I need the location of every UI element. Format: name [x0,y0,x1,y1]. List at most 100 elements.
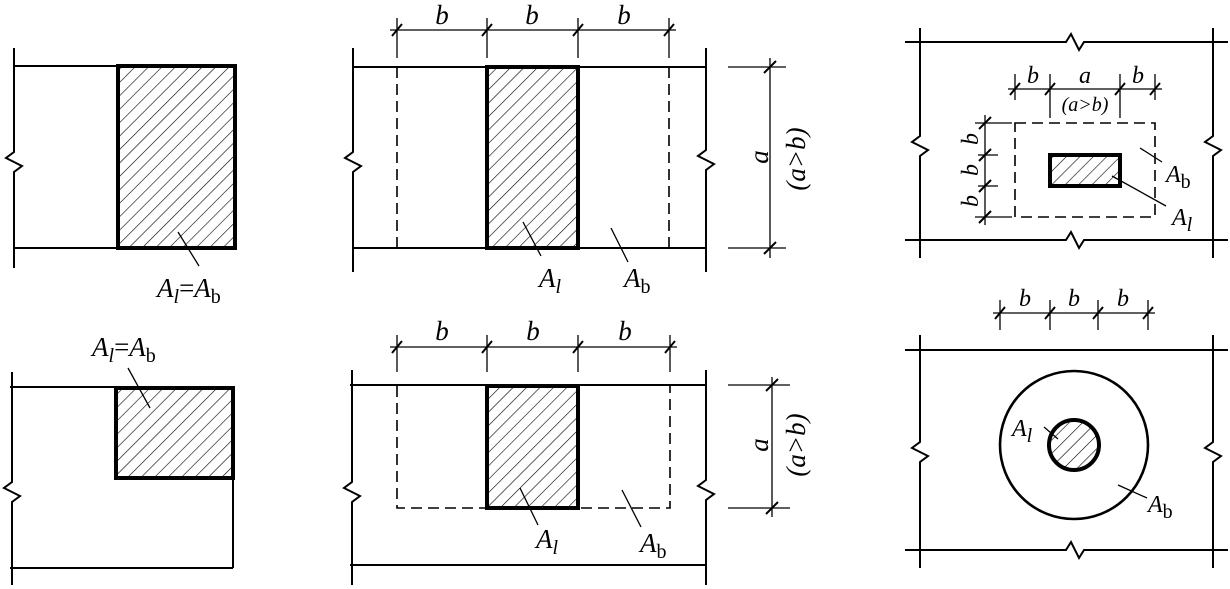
local-area-hatched [485,384,580,510]
dimension-ticks [391,23,675,37]
top-dimension: b b b [390,316,677,372]
panel-wall-edge: b b b a (a>b) Al Ab [342,316,811,585]
extension-lines [728,384,790,509]
local-area-hatched [485,65,580,250]
dimension-label: b [958,195,984,207]
panel-slab-circle: b b b Al Ab [905,286,1228,568]
area-symbol: A [155,273,174,303]
extension-lines [999,300,1149,330]
break-line-left [343,48,363,272]
bearing-subscript: b [1181,171,1191,193]
area-symbol: A [1164,162,1181,188]
local-area-hatched-circle [1047,418,1101,472]
side-dimension: a (a>b) [728,58,811,258]
dimension-condition: (a>b) [1062,94,1109,116]
local-area-label: Al [534,524,559,559]
dimension-label: b [958,133,984,145]
dimension-ticks [994,306,1154,320]
local-subscript: l [556,276,562,298]
dimension-label: b [958,164,984,176]
panel-corner: Al=Ab [2,332,235,585]
panel-wall-through: b b b a (a>b) Al Ab [343,0,811,298]
dimension-label: b [1019,286,1031,312]
bearing-subscript: b [641,276,651,298]
extension-lines [396,335,671,372]
slab-bottom-break-line [905,229,1228,251]
break-line-right [696,48,716,272]
break-line-left [2,372,22,585]
local-area-label: Al [1010,416,1033,447]
dimension-ticks [763,60,777,255]
dimension-label: b [618,316,632,346]
extension-lines [396,18,670,58]
dimension-condition: (a>b) [781,127,811,190]
dimension-label: b [526,316,540,346]
break-line-left [342,370,362,585]
bearing-subscript: b [657,541,667,563]
dimension-label: b [525,0,539,30]
equals-sign: = [114,332,129,362]
local-area-leader [522,221,542,257]
extension-lines [1014,74,1156,118]
local-subscript: l [109,345,115,367]
bearing-area-leader [1117,484,1148,499]
side-dimension: a (a>b) [728,377,811,517]
top-dimension: b a b (a>b) [1008,63,1162,118]
bearing-subscript: b [146,345,156,367]
dimension-condition: (a>b) [781,413,811,476]
area-symbol: A [537,263,556,293]
dimension-label: b [1117,286,1129,312]
dimension-ticks [1009,82,1161,96]
slab-bottom-break-line [905,539,1228,561]
area-symbol: A [127,332,146,362]
break-line-left [910,335,930,568]
local-subscript: l [553,537,559,559]
extension-lines [975,122,1012,218]
top-dimension: b b b [390,0,676,58]
area-symbol: A [90,332,109,362]
dimension-label: a [1079,63,1091,89]
area-symbol: A [638,528,657,558]
local-area-leader [519,487,539,526]
local-subscript: l [1027,425,1033,447]
bearing-area-label: Ab [622,263,651,298]
dimension-label: a [744,438,774,452]
dimension-label: b [1027,63,1039,89]
break-line-right [1203,28,1223,258]
bearing-area-leader [1139,147,1163,163]
area-symbol: A [1146,492,1163,518]
dimension-label: b [617,0,631,30]
break-line-right [696,370,716,585]
area-symbol: A [534,524,553,554]
slab-top-break-line [905,31,1228,53]
bearing-area-boundary [396,67,670,248]
extension-lines [728,66,786,249]
label-leader [177,231,200,267]
bearing-area-leader [621,489,642,528]
local-area-leader [1111,175,1167,207]
bearing-area-label: Ab [1146,492,1173,523]
dimension-ticks [765,378,779,515]
break-line-left [4,48,24,268]
bearing-area-label: Ab [638,528,667,563]
dimension-label: b [1132,63,1144,89]
local-area-hatched [116,64,237,250]
bearing-area-label: Ab [1164,162,1191,193]
area-symbol: A [1170,205,1187,231]
local-equals-bearing-label: Al=Ab [155,273,221,308]
break-line-left [910,28,930,258]
bearing-subscript: b [1163,501,1173,523]
local-area-hatched [114,386,235,480]
side-dimension: b b b [958,115,1012,225]
local-area-label: Al [1170,205,1193,236]
local-area-leader [1043,426,1059,440]
panel-slab-rectangle: b a b (a>b) b b b Ab Al [905,28,1228,258]
dimension-label: b [435,0,449,30]
top-dimension: b b b [993,286,1155,330]
area-symbol: A [622,263,641,293]
bearing-subscript: b [211,286,221,308]
local-subscript: l [1187,214,1193,236]
label-leader [127,367,151,409]
